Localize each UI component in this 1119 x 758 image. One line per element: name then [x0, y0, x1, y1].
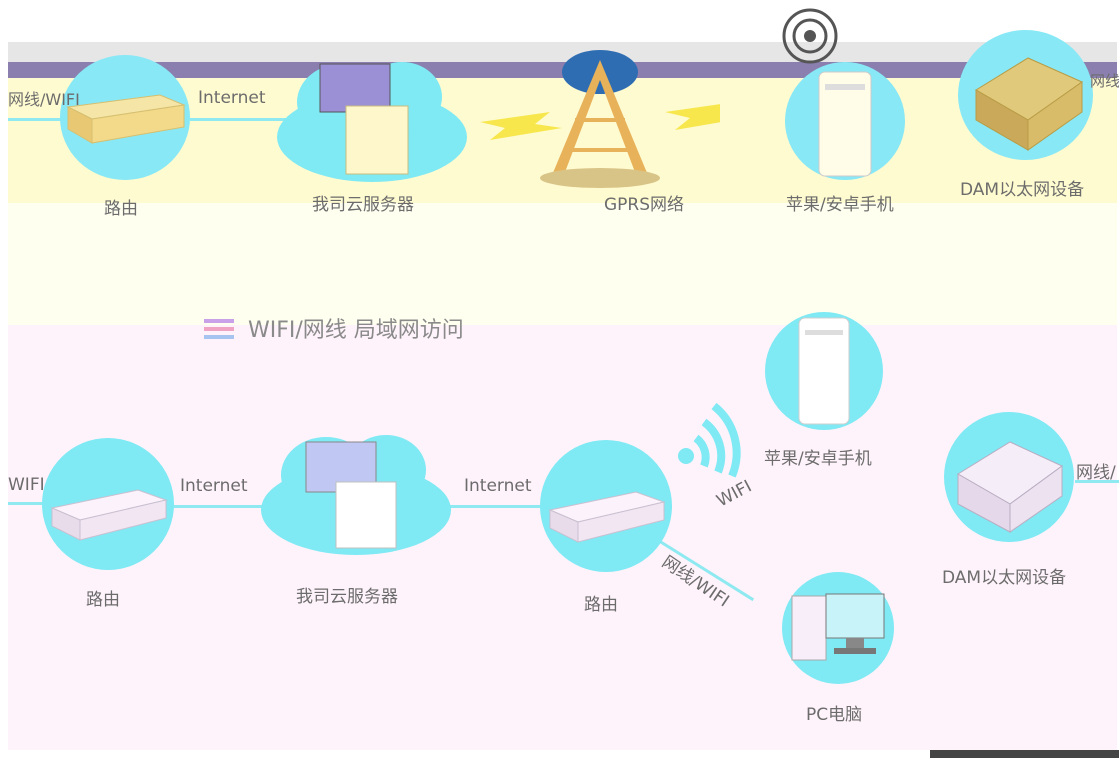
bottom-dam-device-label: DAM以太网设备 — [942, 568, 1067, 588]
top-cloud-server-label: 我司云服务器 — [312, 195, 414, 215]
broadcast-icon — [782, 8, 838, 64]
bottom-link-right — [1075, 480, 1119, 483]
section-heading: WIFI/网线 局域网访问 — [204, 312, 464, 344]
section-heading-text: WIFI/网线 局域网访问 — [248, 318, 464, 343]
bottom-dam-device-node — [944, 412, 1074, 542]
bottom-phone-label: 苹果/安卓手机 — [764, 449, 872, 469]
gprs-tower-icon — [480, 50, 720, 188]
top-router-label: 路由 — [104, 199, 138, 219]
phone-icon — [818, 71, 872, 177]
bottom-cloud-server-label: 我司云服务器 — [296, 587, 398, 607]
bottom-internet-label-1: Internet — [180, 476, 248, 496]
wifi-signal-icon — [678, 402, 741, 478]
bottom-phone-node — [765, 312, 883, 430]
dam-device-icon — [957, 441, 1063, 533]
top-left-tag: 网线/WIFI — [8, 90, 80, 109]
router-icon — [66, 94, 186, 144]
top-link-left — [8, 118, 78, 121]
top-phone-node — [785, 62, 905, 180]
bottom-right-tag: 网线/ — [1076, 463, 1116, 483]
bottom-router-left-label: 路由 — [86, 590, 120, 610]
cloud-server-icon — [261, 435, 451, 555]
router-icon — [50, 489, 168, 541]
bottom-router-right-label: 路由 — [584, 595, 618, 615]
bottom-router-left-node — [42, 438, 174, 570]
bottom-link-internet-1 — [170, 505, 270, 508]
heading-icon — [204, 319, 234, 339]
bottom-link-internet-2 — [445, 505, 555, 508]
top-router-node — [60, 55, 190, 180]
bottom-internet-label-2: Internet — [464, 476, 532, 496]
top-link-internet — [190, 118, 290, 121]
bottom-pc-node — [782, 572, 894, 684]
router-icon — [548, 491, 666, 543]
pc-icon — [791, 593, 885, 661]
top-internet-label: Internet — [198, 88, 266, 108]
dam-device-icon — [975, 57, 1084, 151]
top-gprs-label: GPRS网络 — [604, 195, 685, 215]
middle-background — [8, 203, 1117, 325]
top-phone-label: 苹果/安卓手机 — [786, 195, 894, 215]
bottom-router-right-node — [540, 440, 672, 572]
cloud-server-icon — [277, 62, 467, 182]
top-dam-device-node — [958, 30, 1093, 160]
bottom-left-tag: WIFI — [8, 475, 45, 495]
bottom-link-left — [8, 502, 58, 505]
top-dam-device-label: DAM以太网设备 — [960, 180, 1085, 200]
top-stripe — [8, 42, 1117, 64]
bottom-pc-label: PC电脑 — [806, 705, 863, 725]
bottom-dark-bar — [930, 750, 1119, 758]
top-right-tag: 网线 — [1090, 72, 1119, 90]
phone-icon — [798, 317, 850, 425]
